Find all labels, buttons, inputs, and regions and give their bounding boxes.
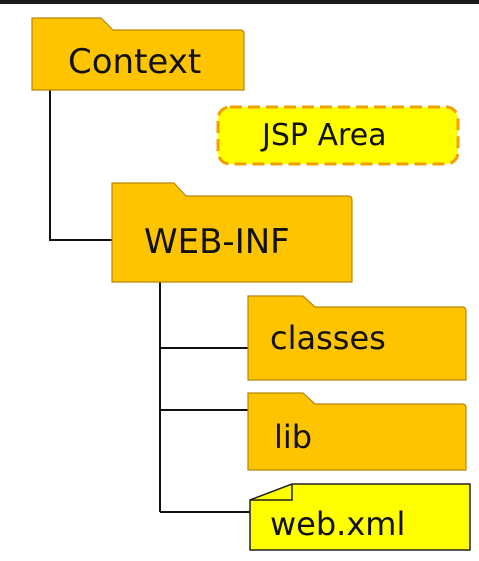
jsp-area-label: JSP Area xyxy=(262,118,387,153)
lib-folder-icon[interactable] xyxy=(247,392,467,471)
jsp-area-box[interactable] xyxy=(216,105,460,166)
context-folder-icon[interactable] xyxy=(31,17,245,91)
context-label: Context xyxy=(68,42,202,82)
web-xml-file-icon[interactable] xyxy=(249,483,471,551)
lib-label: lib xyxy=(274,418,313,456)
web-xml-label: web.xml xyxy=(270,505,406,543)
classes-label: classes xyxy=(270,319,386,357)
web-inf-folder-icon[interactable] xyxy=(111,182,353,283)
top-border xyxy=(0,0,479,4)
web-inf-label: WEB-INF xyxy=(144,222,290,262)
web-xml-file-fold xyxy=(250,484,293,501)
connector-context-webinf xyxy=(49,90,112,241)
classes-folder-icon[interactable] xyxy=(247,295,467,381)
